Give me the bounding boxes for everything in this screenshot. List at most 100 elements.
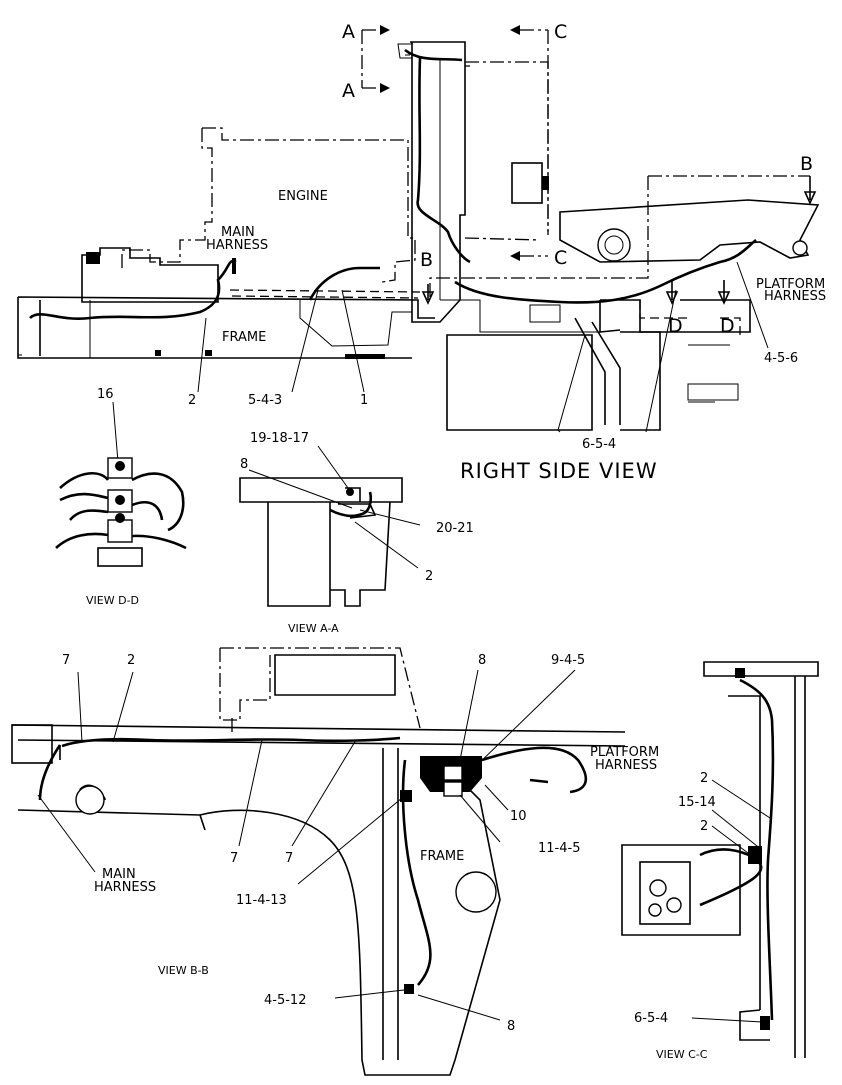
section-c-bottom: C <box>554 247 567 269</box>
cc-clip-low <box>760 1016 770 1030</box>
right-side-view <box>17 25 820 433</box>
view-dd <box>55 401 187 567</box>
tank <box>597 228 631 262</box>
dd-bolt-2 <box>115 495 125 505</box>
bb-leaders <box>37 669 576 1021</box>
engine-label: ENGINE <box>278 189 328 204</box>
callout-aa-20-21: 20-21 <box>436 521 474 536</box>
cc-column <box>728 676 806 1058</box>
bb-upper-body <box>219 647 421 735</box>
cc-knob-1 <box>649 879 667 897</box>
platform-pivot <box>792 240 808 256</box>
actuator-cap <box>542 176 549 190</box>
callout-bb-7-a: 7 <box>230 851 238 866</box>
harness-box-cap <box>86 252 100 264</box>
platform-outline <box>559 199 820 263</box>
main-harness-label-bb-2: HARNESS <box>94 880 156 895</box>
section-b-arrow <box>803 176 817 205</box>
section-b-left: B <box>420 249 433 271</box>
dd-leader <box>112 401 119 463</box>
section-b-right: B <box>800 153 813 175</box>
callout-rs-5-4-3: 5-4-3 <box>248 393 282 408</box>
column-harness <box>404 48 471 264</box>
aa-wire <box>329 491 373 518</box>
view-cc-label: VIEW C-C <box>656 1048 708 1061</box>
platform-harness-wire-rs <box>454 238 757 304</box>
rs-leader-lines <box>197 261 769 433</box>
dd-bolt-3 <box>115 513 125 523</box>
platform-harness-label-bb-2: HARNESS <box>595 758 657 773</box>
section-b-frame <box>429 175 810 300</box>
section-d-right: D <box>720 315 735 337</box>
dd-block-3 <box>107 519 133 543</box>
section-d-left: D <box>668 315 683 337</box>
view-bb <box>11 647 626 1076</box>
tank-inner <box>604 235 624 255</box>
connector-rs-4 <box>232 258 236 274</box>
cc-box <box>621 844 741 936</box>
callout-cc-2-a: 2 <box>700 771 708 786</box>
aa-top-plate <box>239 477 403 503</box>
bb-frame-top <box>11 724 626 747</box>
cab-dashed-enclosure <box>464 61 549 241</box>
section-c-line <box>520 29 549 257</box>
section-c-arrows <box>510 25 520 261</box>
rs-hatch <box>687 344 739 403</box>
bb-junction-block-2 <box>443 781 463 797</box>
cab-column <box>410 41 466 323</box>
main-harness-label-bb-1: MAIN <box>102 867 136 882</box>
aa-column <box>267 501 391 607</box>
view-dd-label: VIEW D-D <box>86 594 139 607</box>
battery-box <box>446 334 593 431</box>
callout-bb-8-bottom: 8 <box>507 1019 515 1034</box>
callout-bb-7-b: 7 <box>285 851 293 866</box>
dd-wires <box>55 472 187 550</box>
callout-bb-2: 2 <box>127 653 135 668</box>
view-cc <box>621 661 819 1058</box>
frame-dash <box>229 289 421 299</box>
section-b-arrow-low <box>421 284 435 305</box>
aa-leaders <box>248 445 421 569</box>
title-right-side-view: RIGHT SIDE VIEW <box>460 459 658 483</box>
bb-vertical-rail <box>382 748 399 1060</box>
main-harness-branch <box>308 266 380 301</box>
callout-aa-2: 2 <box>425 569 433 584</box>
frame-rail <box>17 296 435 359</box>
bb-clip-lower <box>404 984 414 994</box>
bb-mid-box <box>274 654 396 696</box>
cc-knob-3 <box>648 903 662 917</box>
cc-clip-top <box>735 668 745 678</box>
section-c-top: C <box>554 21 567 43</box>
bb-lower-body <box>17 745 501 1076</box>
callout-bb-10: 10 <box>510 809 527 824</box>
callout-aa-19-18-17: 19-18-17 <box>250 431 309 446</box>
section-a-bottom: A <box>342 80 355 102</box>
actuator-box <box>511 162 543 204</box>
connector-rs-1 <box>205 350 212 356</box>
connector-rs-2 <box>155 350 161 356</box>
callout-aa-8: 8 <box>240 457 248 472</box>
callout-rs-1: 1 <box>360 393 368 408</box>
bb-end-block <box>11 724 53 764</box>
platform-harness-label-rs-1: PLATFORM <box>756 277 825 292</box>
mid-frame <box>440 299 600 333</box>
cc-top-plate <box>703 661 819 677</box>
section-a-top: A <box>342 21 355 43</box>
cc-knob-2 <box>666 897 682 913</box>
callout-bb-7-top: 7 <box>62 653 70 668</box>
callout-rs-2: 2 <box>188 393 196 408</box>
cc-leaders <box>691 779 771 1023</box>
dd-base <box>97 547 143 567</box>
frame-rail-lower <box>18 300 412 358</box>
view-aa-label: VIEW A-A <box>288 622 339 635</box>
connector-rs-3 <box>345 354 385 359</box>
main-harness-wire-rs <box>29 259 237 321</box>
platform-harness-label-bb-1: PLATFORM <box>590 745 659 760</box>
callout-bb-11-4-5: 11-4-5 <box>538 841 580 856</box>
cc-panel <box>639 861 691 925</box>
tank-plate <box>620 331 661 431</box>
callout-cc-2-b: 2 <box>700 819 708 834</box>
harness-box <box>81 247 219 303</box>
